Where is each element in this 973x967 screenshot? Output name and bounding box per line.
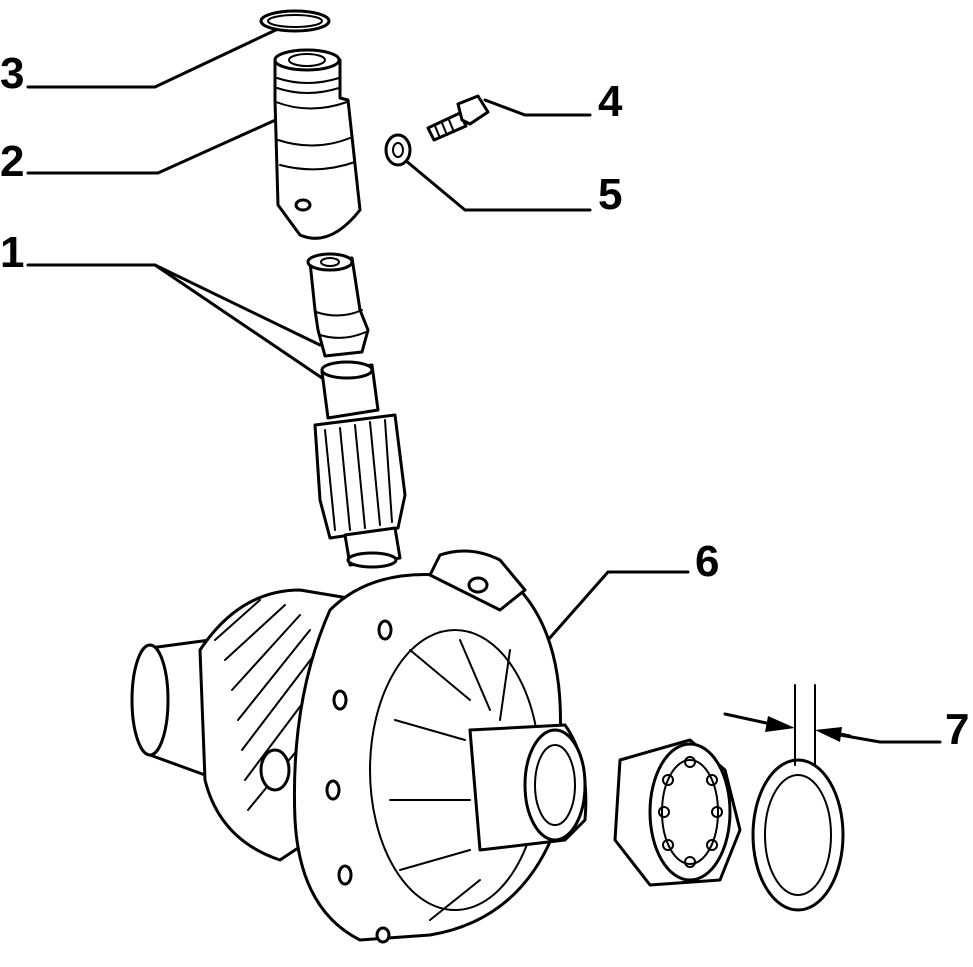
washer-icon — [384, 133, 412, 167]
callout-3: 3 — [0, 49, 25, 98]
leader-2 — [26, 116, 282, 175]
leader-4 — [483, 98, 592, 117]
callout-1: 1 — [0, 228, 25, 277]
o-ring-seal-icon — [259, 9, 331, 33]
callout-4: 4 — [598, 77, 623, 126]
drive-shaft-pinion-icon — [306, 252, 407, 569]
leader-6 — [546, 570, 690, 642]
differential-housing-icon — [130, 549, 588, 944]
leader-3 — [26, 26, 282, 89]
callout-2: 2 — [0, 137, 25, 186]
callout-7: 7 — [945, 705, 970, 754]
callout-5: 5 — [598, 170, 623, 219]
speedometer-drive-housing-icon — [273, 48, 362, 240]
bolt-icon — [426, 94, 490, 142]
shim-ring-icon — [723, 684, 852, 912]
bearing-icon — [613, 738, 742, 887]
leader-7 — [838, 733, 942, 744]
callout-6: 6 — [695, 537, 720, 586]
leader-5 — [403, 158, 592, 212]
leader-lines — [26, 26, 942, 744]
leader-1b — [153, 263, 327, 382]
